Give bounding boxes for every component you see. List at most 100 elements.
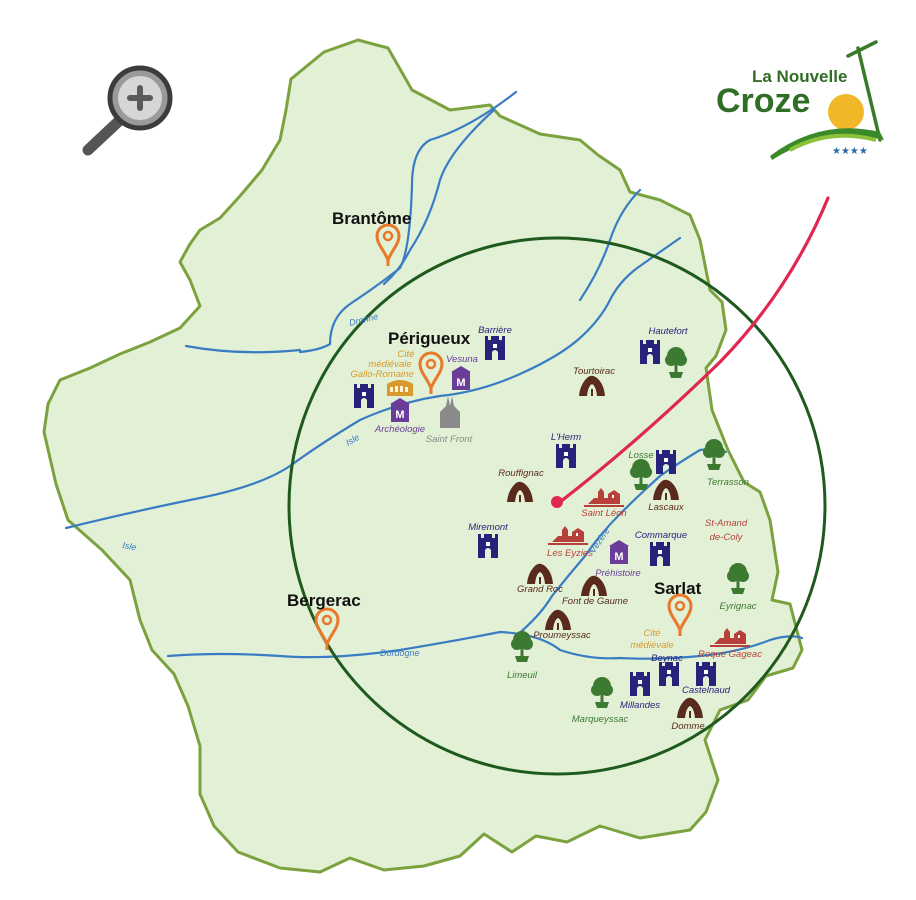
poi-terrasson[interactable]: Terrasson — [703, 439, 749, 488]
poi-label: Tourtoirac — [573, 366, 615, 377]
poi-commarque[interactable]: Commarque — [635, 530, 687, 566]
poi-label: Cité — [398, 349, 415, 360]
poi-barriere[interactable]: Barrière — [478, 325, 512, 360]
poi-label: Préhistoire — [595, 568, 640, 579]
logo-hills — [770, 128, 884, 160]
poi-lherm[interactable]: L'Herm — [551, 432, 581, 468]
logo-tent-lines — [846, 40, 882, 142]
poi-rouffignac[interactable]: Rouffignac — [498, 468, 544, 502]
zoom-in-button[interactable] — [82, 65, 173, 156]
city-brantome[interactable]: Brantôme — [332, 209, 411, 268]
river-left-branch — [184, 344, 302, 354]
city-label: Brantôme — [332, 209, 411, 228]
poi-label: Gallo-Romaine — [350, 369, 413, 380]
poi-label: de-Coly — [710, 532, 744, 543]
logo-stars: ★★★★ — [832, 146, 868, 157]
radius-circle — [287, 236, 827, 776]
poi-label: Commarque — [635, 530, 687, 541]
poi-label: Beynac — [651, 653, 683, 664]
poi-label: Marqueyssac — [572, 714, 629, 725]
city-perigueux[interactable]: Périgueux — [388, 329, 471, 396]
poi-grand-roc[interactable]: Grand Roc — [517, 563, 563, 595]
poi-label: médiévale — [630, 640, 673, 651]
city-label: Bergerac — [287, 591, 361, 610]
poi-label: Vesuna — [446, 354, 478, 365]
colosseum-icon — [387, 380, 413, 396]
poi-label: Limeuil — [507, 670, 538, 681]
poi-st-amand-de-coly[interactable]: St-Amand de-Coly — [705, 518, 748, 543]
poi-domme[interactable]: Domme — [671, 697, 705, 732]
poi-marqueyssac[interactable]: Marqueyssac — [572, 677, 629, 725]
poi-hautefort[interactable]: Hautefort — [640, 326, 688, 378]
poi-label: Barrière — [478, 325, 512, 336]
city-label: Sarlat — [654, 579, 702, 598]
poi-label: Roque Gageac — [698, 649, 762, 660]
poi-vesuna[interactable]: Vesuna M — [446, 354, 478, 390]
poi-tourtoirac[interactable]: Tourtoirac — [573, 366, 615, 396]
poi-cite-gallo-romaine[interactable]: Cité médiévale Gallo-Romaine — [350, 349, 414, 396]
poi-label: Miremont — [468, 522, 508, 533]
poi-label: L'Herm — [551, 432, 581, 443]
camping-location-dot — [551, 496, 563, 508]
poi-proumeyssac[interactable]: Proumeyssac — [533, 609, 591, 641]
camping-pointer-line — [558, 196, 830, 504]
poi-limeuil[interactable]: Limeuil — [507, 631, 538, 681]
poi-label: Archéologie — [374, 424, 425, 435]
brand-logo: La Nouvelle Croze ★★★★ — [716, 40, 884, 160]
poi-label: médiévale — [368, 359, 411, 370]
river-label-isle: Isle — [122, 540, 138, 552]
poi-prehistoire[interactable]: M Préhistoire — [595, 540, 641, 579]
river-label-dordogne: Dordogne — [380, 648, 420, 658]
poi-label: Terrasson — [707, 477, 749, 488]
poi-eyrignac[interactable]: Eyrignac — [720, 563, 757, 612]
logo-sun — [828, 94, 864, 130]
poi-label: Castelnaud — [682, 685, 731, 696]
poi-font-de-gaume[interactable]: Font de Gaume — [562, 575, 628, 607]
poi-label: Eyrignac — [720, 601, 757, 612]
poi-lascaux[interactable]: Lascaux — [648, 479, 685, 513]
museum-letter: M — [456, 377, 465, 389]
city-label: Périgueux — [388, 329, 471, 348]
logo-line2: Croze — [716, 82, 810, 120]
rivers — [64, 90, 804, 660]
poi-label: Grand Roc — [517, 584, 563, 595]
poi-label: Millandes — [620, 700, 660, 711]
poi-label: Saint Front — [426, 434, 473, 445]
logo-line1: La Nouvelle — [752, 67, 847, 86]
river-vezere — [514, 448, 728, 638]
poi-label: Rouffignac — [498, 468, 544, 479]
poi-label: Les Eyzies — [547, 548, 593, 559]
river-isle-upper — [382, 108, 496, 286]
church-icon — [440, 396, 460, 428]
river-dordogne — [166, 630, 804, 660]
poi-saint-front[interactable]: Saint Front — [426, 396, 473, 445]
poi-label: Cité — [644, 628, 661, 639]
poi-cite-medievale-sarlat[interactable]: Cité médiévale — [630, 628, 673, 651]
poi-losse[interactable]: Losse — [628, 450, 676, 490]
poi-roque-gageac[interactable]: Roque Gageac — [698, 627, 762, 660]
poi-archeologie[interactable]: M Archéologie — [374, 398, 425, 435]
poi-label: Font de Gaume — [562, 596, 628, 607]
poi-miremont[interactable]: Miremont — [468, 522, 508, 558]
zoom-handle — [82, 114, 126, 156]
poi-saint-leon[interactable]: Saint Léon — [581, 487, 627, 519]
poi-label: Losse — [628, 450, 653, 461]
river-isle — [64, 236, 682, 530]
river-auvezere — [578, 188, 642, 302]
poi-beynac[interactable]: Beynac — [651, 653, 683, 686]
poi-label: St-Amand — [705, 518, 748, 529]
poi-castelnaud[interactable]: Castelnaud — [682, 662, 731, 696]
poi-label: Lascaux — [648, 502, 685, 513]
poi-label: Hautefort — [648, 326, 687, 337]
city-bergerac[interactable]: Bergerac — [287, 591, 361, 652]
poi-millandes[interactable]: Millandes — [620, 672, 660, 711]
poi-les-eyzies[interactable]: Les Eyzies — [547, 525, 593, 559]
poi-label: Domme — [671, 721, 704, 732]
museum-letter: M — [395, 409, 404, 421]
city-sarlat[interactable]: Sarlat — [654, 579, 702, 638]
museum-letter: M — [614, 551, 623, 563]
dordogne-territory — [42, 38, 804, 874]
poi-label: Proumeyssac — [533, 630, 591, 641]
poi-label: Saint Léon — [581, 508, 626, 519]
